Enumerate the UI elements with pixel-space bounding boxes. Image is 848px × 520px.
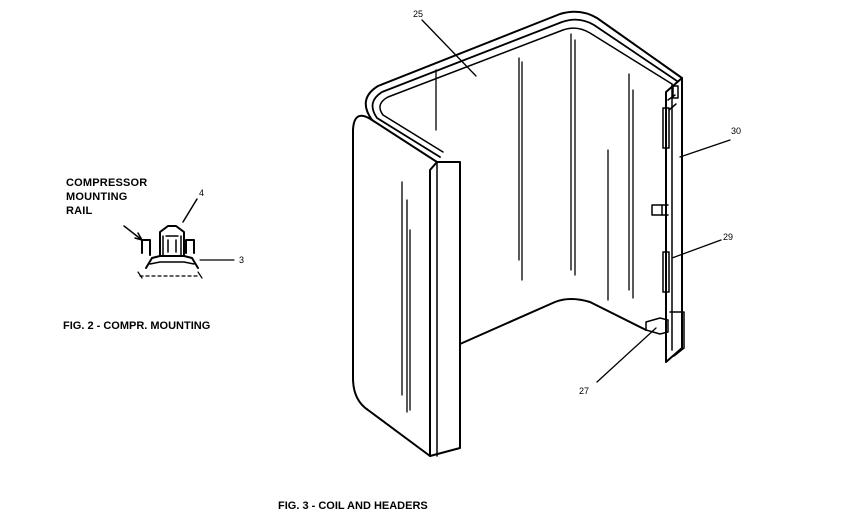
callout-3: 3: [239, 255, 245, 265]
compressor-mount-drawing: [123, 198, 235, 279]
callout-30: 30: [731, 126, 742, 136]
callout-29: 29: [723, 232, 734, 242]
rail-label-line-1: COMPRESSOR: [66, 177, 148, 189]
fig3-caption: FIG. 3 - COIL AND HEADERS: [278, 500, 428, 512]
callout-4: 4: [199, 188, 205, 198]
callout-27: 27: [579, 386, 590, 396]
rail-label-line-3: RAIL: [66, 205, 93, 217]
callout-25: 25: [413, 9, 424, 19]
coil-drawing: [352, 10, 731, 457]
fig2-caption: FIG. 2 - COMPR. MOUNTING: [63, 320, 211, 332]
rail-label-line-2: MOUNTING: [66, 191, 128, 203]
